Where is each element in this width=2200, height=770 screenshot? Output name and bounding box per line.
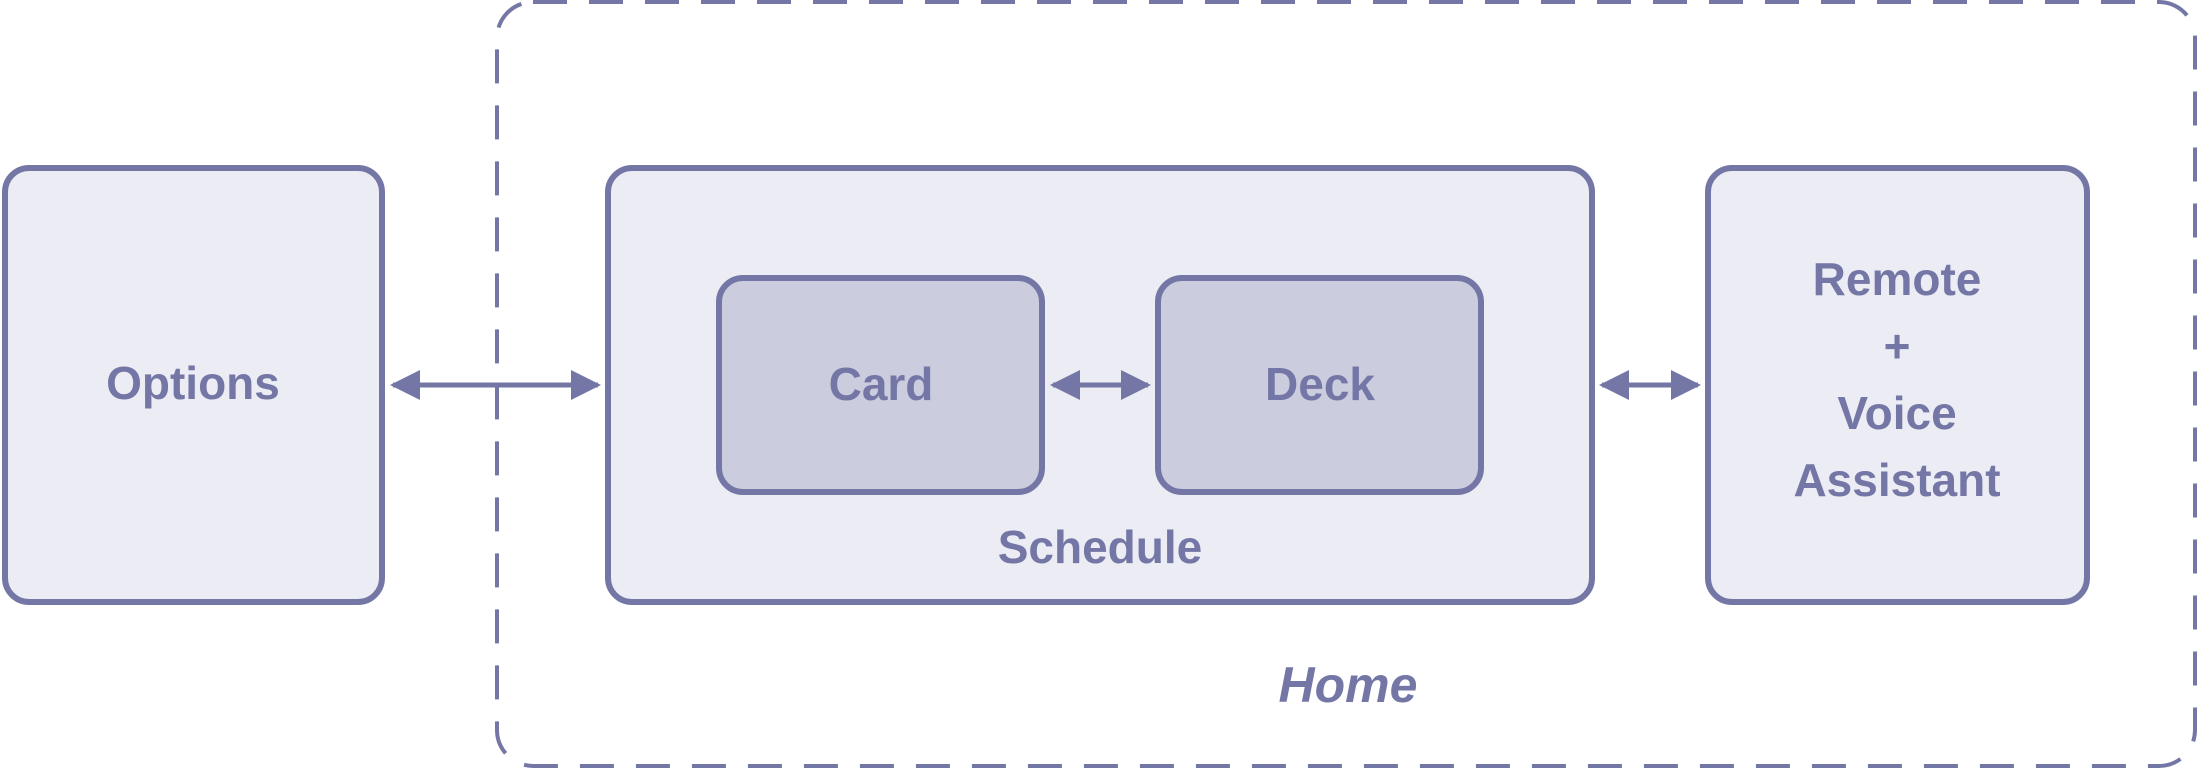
deck-label: Deck (1265, 358, 1375, 410)
options-label: Options (106, 357, 280, 409)
deck-node (1155, 275, 1484, 495)
schedule-label: Schedule (998, 521, 1203, 573)
remote-label-line-1: Remote (1813, 253, 1982, 305)
remote-label-line-2: + (1884, 320, 1911, 372)
card-label: Card (829, 358, 934, 410)
remote-label-line-3: Voice (1837, 387, 1956, 439)
home-group-label: Home (1279, 657, 1418, 713)
home-group-boundary (495, 0, 2197, 768)
options-node (2, 165, 385, 605)
card-node (716, 275, 1045, 495)
remote-voice-assistant-node (1705, 165, 2090, 605)
remote-label-line-4: Assistant (1793, 454, 2000, 506)
